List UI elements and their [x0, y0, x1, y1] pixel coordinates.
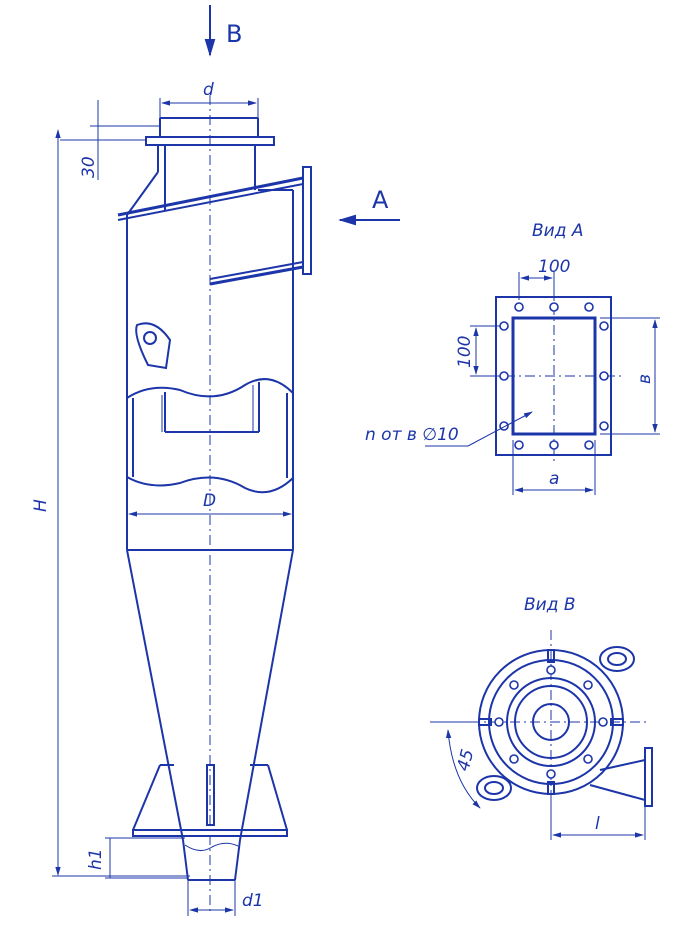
dim-d-label: d [203, 80, 214, 100]
cyclone-elevation: В d 30 H [31, 5, 400, 916]
section-cut-top [126, 378, 294, 399]
dim-30-label: 30 [79, 156, 99, 178]
support-rib [206, 764, 215, 826]
view-a: Вид А 100 100 [365, 221, 660, 495]
lifting-lug [135, 322, 172, 370]
section-cut-bottom [126, 476, 294, 494]
support-base [132, 829, 288, 837]
dim-h1: h1 [86, 837, 188, 879]
view-b-arrow-label: В [226, 20, 242, 48]
view-b-dim-l: l [595, 814, 600, 834]
dim-H: H [31, 129, 190, 877]
view-a-title: Вид А [532, 221, 584, 241]
view-a-arrow-label: А [372, 186, 389, 214]
view-a-dim-b: в [635, 374, 655, 384]
dim-d1: d1 [187, 880, 264, 916]
dim-d: d [159, 80, 259, 118]
dim-D: D [128, 491, 292, 517]
dim-D-label: D [203, 491, 216, 511]
view-a-dim-100-top: 100 [538, 257, 570, 277]
view-b-bolt-holes [494, 665, 608, 779]
view-b-title: Вид В [524, 595, 576, 615]
view-b: Вид В 45 [430, 595, 653, 840]
outlet-flange [145, 136, 275, 146]
view-a-dim-100-left: 100 [455, 336, 475, 368]
dim-h1-label: h1 [86, 848, 106, 870]
view-b-inlet-flange [644, 747, 653, 807]
outlet-pipe [145, 117, 275, 210]
view-b-inner-pipe [532, 703, 570, 741]
cone [126, 549, 294, 881]
view-b-dim-45: 45 [454, 747, 479, 773]
inlet-flange [302, 166, 312, 275]
view-a-holes-note: n от в ∅10 [365, 425, 459, 445]
view-b-lug-top [599, 646, 635, 672]
cylinder-body [117, 145, 312, 550]
dim-d1-label: d1 [242, 891, 264, 911]
view-a-dim-a: а [549, 469, 559, 489]
dim-H-label: H [31, 499, 51, 512]
dim-30: 30 [60, 100, 160, 180]
view-b-lug-bottom [476, 775, 512, 801]
